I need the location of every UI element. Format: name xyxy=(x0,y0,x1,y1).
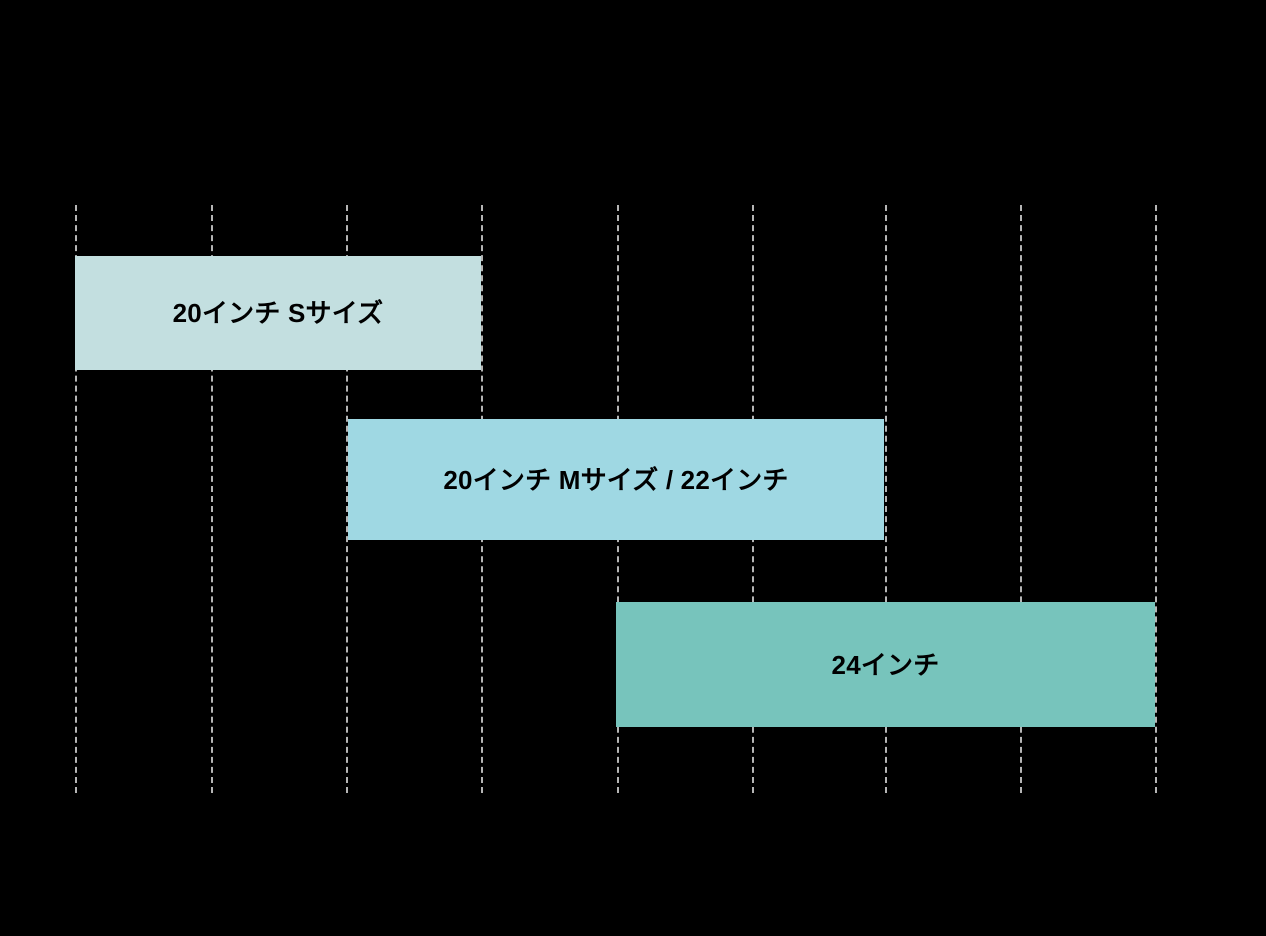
range-bar-20inch-m-22inch[interactable]: 20インチ Mサイズ / 22インチ xyxy=(348,419,884,540)
gridline-7 xyxy=(885,205,887,793)
gridline-3 xyxy=(346,205,348,793)
gridline-2 xyxy=(211,205,213,793)
range-bar-20inch-s[interactable]: 20インチ Sサイズ xyxy=(75,256,481,370)
gridline-8 xyxy=(1020,205,1022,793)
range-bar-label: 20インチ Sサイズ xyxy=(172,298,384,328)
range-bar-label: 24インチ xyxy=(831,649,940,680)
gridline-1 xyxy=(75,205,77,793)
gridline-9 xyxy=(1155,205,1157,793)
range-bar-label: 20インチ Mサイズ / 22インチ xyxy=(443,464,789,495)
range-bar-24inch[interactable]: 24インチ xyxy=(616,602,1155,727)
